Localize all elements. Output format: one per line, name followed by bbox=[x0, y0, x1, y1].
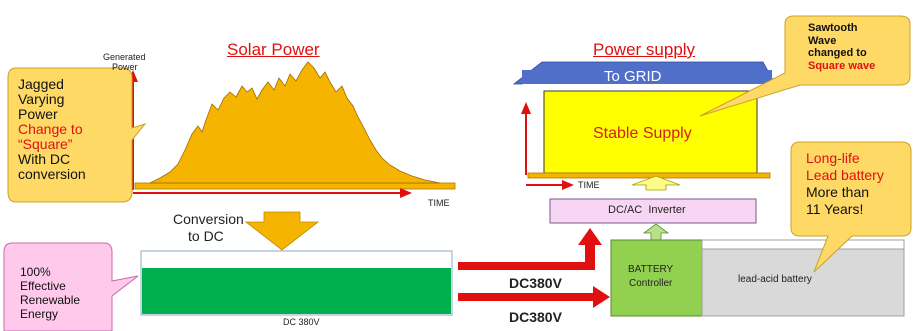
supply-baseline-bar bbox=[527, 172, 771, 179]
controller-label-1: BATTERY bbox=[628, 264, 674, 275]
lead-acid-battery-top bbox=[701, 239, 905, 250]
dc-bar-label: DC 380V bbox=[283, 317, 320, 327]
stable-supply-label: Stable Supply bbox=[593, 125, 692, 142]
callout-sawtooth-shape bbox=[699, 15, 911, 117]
dc-upper-label: DC380V bbox=[509, 275, 562, 291]
inverter-label: DC/AC Inverter bbox=[608, 204, 686, 216]
callout-jagged-line-6: With DC bbox=[18, 151, 71, 167]
dc-up-arrow bbox=[458, 228, 602, 270]
inverter-up-arrow bbox=[631, 175, 681, 191]
callout-jagged-shape bbox=[7, 67, 147, 203]
grid-roof-band bbox=[522, 70, 772, 84]
callout-longlife-line-2: Lead battery bbox=[806, 167, 884, 183]
solar-x-label: TIME bbox=[428, 198, 450, 208]
solar-y-label-2: Power bbox=[112, 62, 138, 72]
callout-jagged-line-4: Change to bbox=[18, 121, 83, 137]
conversion-down-arrow bbox=[244, 211, 320, 251]
callout-longlife-line-4: 11 Years! bbox=[806, 201, 864, 217]
callout-sawtooth: Sawtooth Wave changed to Square wave bbox=[808, 22, 875, 72]
callout-jagged-line-1: Jagged bbox=[18, 76, 64, 92]
callout-jagged-line-5: “Square” bbox=[18, 136, 73, 152]
callout-effective-line-3: Renewable bbox=[20, 293, 81, 307]
callout-sawtooth-line-2: Wave bbox=[808, 34, 837, 47]
callout-longlife-shape bbox=[790, 141, 912, 273]
conversion-label-1: Conversion bbox=[173, 211, 244, 227]
supply-title: Power supply bbox=[593, 40, 696, 59]
callout-sawtooth-line-4: Square wave bbox=[808, 59, 876, 72]
dc-bar-green bbox=[142, 268, 451, 314]
controller-label-2: Controller bbox=[629, 278, 673, 289]
solar-title: Solar Power bbox=[227, 40, 320, 59]
callout-longlife: Long-life Lead battery More than 11 Year… bbox=[806, 150, 884, 218]
grid-label: To GRID bbox=[604, 68, 662, 85]
supply-y-axis-arrowhead bbox=[521, 102, 531, 114]
controller-up-arrow bbox=[642, 223, 670, 241]
solar-chart bbox=[128, 61, 456, 198]
callout-jagged-line-7: conversion bbox=[18, 166, 86, 182]
callout-effective: 100% Effective Renewable Energy bbox=[20, 265, 80, 321]
callout-jagged-line-3: Power bbox=[18, 106, 58, 122]
callout-sawtooth-line-1: Sawtooth bbox=[808, 22, 858, 34]
conversion-label-2: to DC bbox=[188, 228, 224, 244]
solar-y-label-1: Generated bbox=[103, 52, 146, 62]
inverter-box bbox=[549, 198, 757, 224]
callout-effective-line-1: 100% bbox=[20, 265, 51, 279]
solar-baseline-bar bbox=[134, 182, 456, 190]
callout-effective-line-4: Energy bbox=[20, 307, 59, 321]
callout-effective-shape bbox=[3, 242, 139, 331]
callout-jagged: Jagged Varying Power Change to “Square” … bbox=[18, 77, 86, 182]
lead-acid-label: lead-acid battery bbox=[738, 274, 812, 285]
supply-x-label: TIME bbox=[578, 180, 600, 190]
callout-effective-line-2: Effective bbox=[20, 279, 66, 293]
dc-right-arrow bbox=[458, 286, 610, 308]
callout-jagged-line-2: Varying bbox=[18, 91, 65, 107]
callout-longlife-line-3: More than bbox=[806, 184, 870, 200]
dc-lower-label: DC380V bbox=[509, 309, 562, 325]
callout-longlife-line-1: Long-life bbox=[806, 150, 860, 166]
solar-x-axis-arrowhead bbox=[400, 188, 412, 198]
battery-controller-box bbox=[610, 239, 703, 317]
callout-sawtooth-line-3: changed to bbox=[808, 47, 867, 59]
solar-power-area bbox=[149, 61, 441, 184]
supply-x-axis-arrowhead bbox=[562, 180, 574, 190]
